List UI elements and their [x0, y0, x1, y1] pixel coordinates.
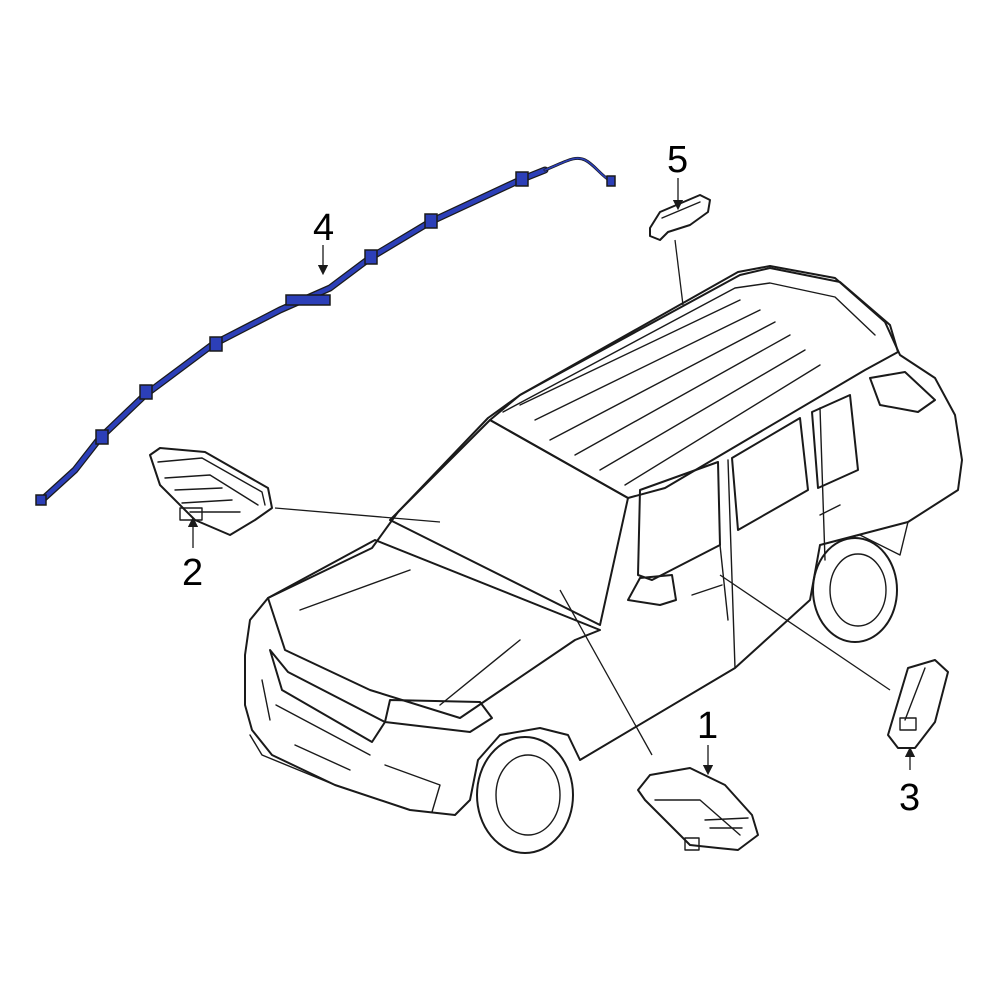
mount-clip — [364, 249, 378, 265]
passenger-airbag-part[interactable] — [149, 447, 273, 536]
callout-4: 4 — [313, 207, 334, 249]
mount-clip — [209, 336, 223, 352]
curtain-airbag-part[interactable] — [35, 156, 616, 506]
callout-5: 5 — [667, 139, 688, 181]
seat-airbag-part[interactable] — [887, 659, 949, 749]
end-connector — [606, 175, 616, 187]
inflator-module — [285, 294, 331, 306]
end-connector — [35, 494, 47, 506]
driver-airbag-part[interactable] — [637, 767, 759, 851]
callout-2: 2 — [182, 552, 203, 594]
sensor-part[interactable] — [649, 194, 711, 241]
callout-arrows — [187, 178, 916, 776]
mount-clip — [139, 384, 153, 400]
mount-clip — [515, 171, 529, 187]
leader-lines — [274, 239, 891, 756]
callout-3: 3 — [899, 777, 920, 819]
mount-clip — [424, 213, 438, 229]
mount-clip — [95, 429, 109, 445]
callout-1: 1 — [697, 705, 718, 747]
vehicle-illustration — [244, 265, 963, 854]
